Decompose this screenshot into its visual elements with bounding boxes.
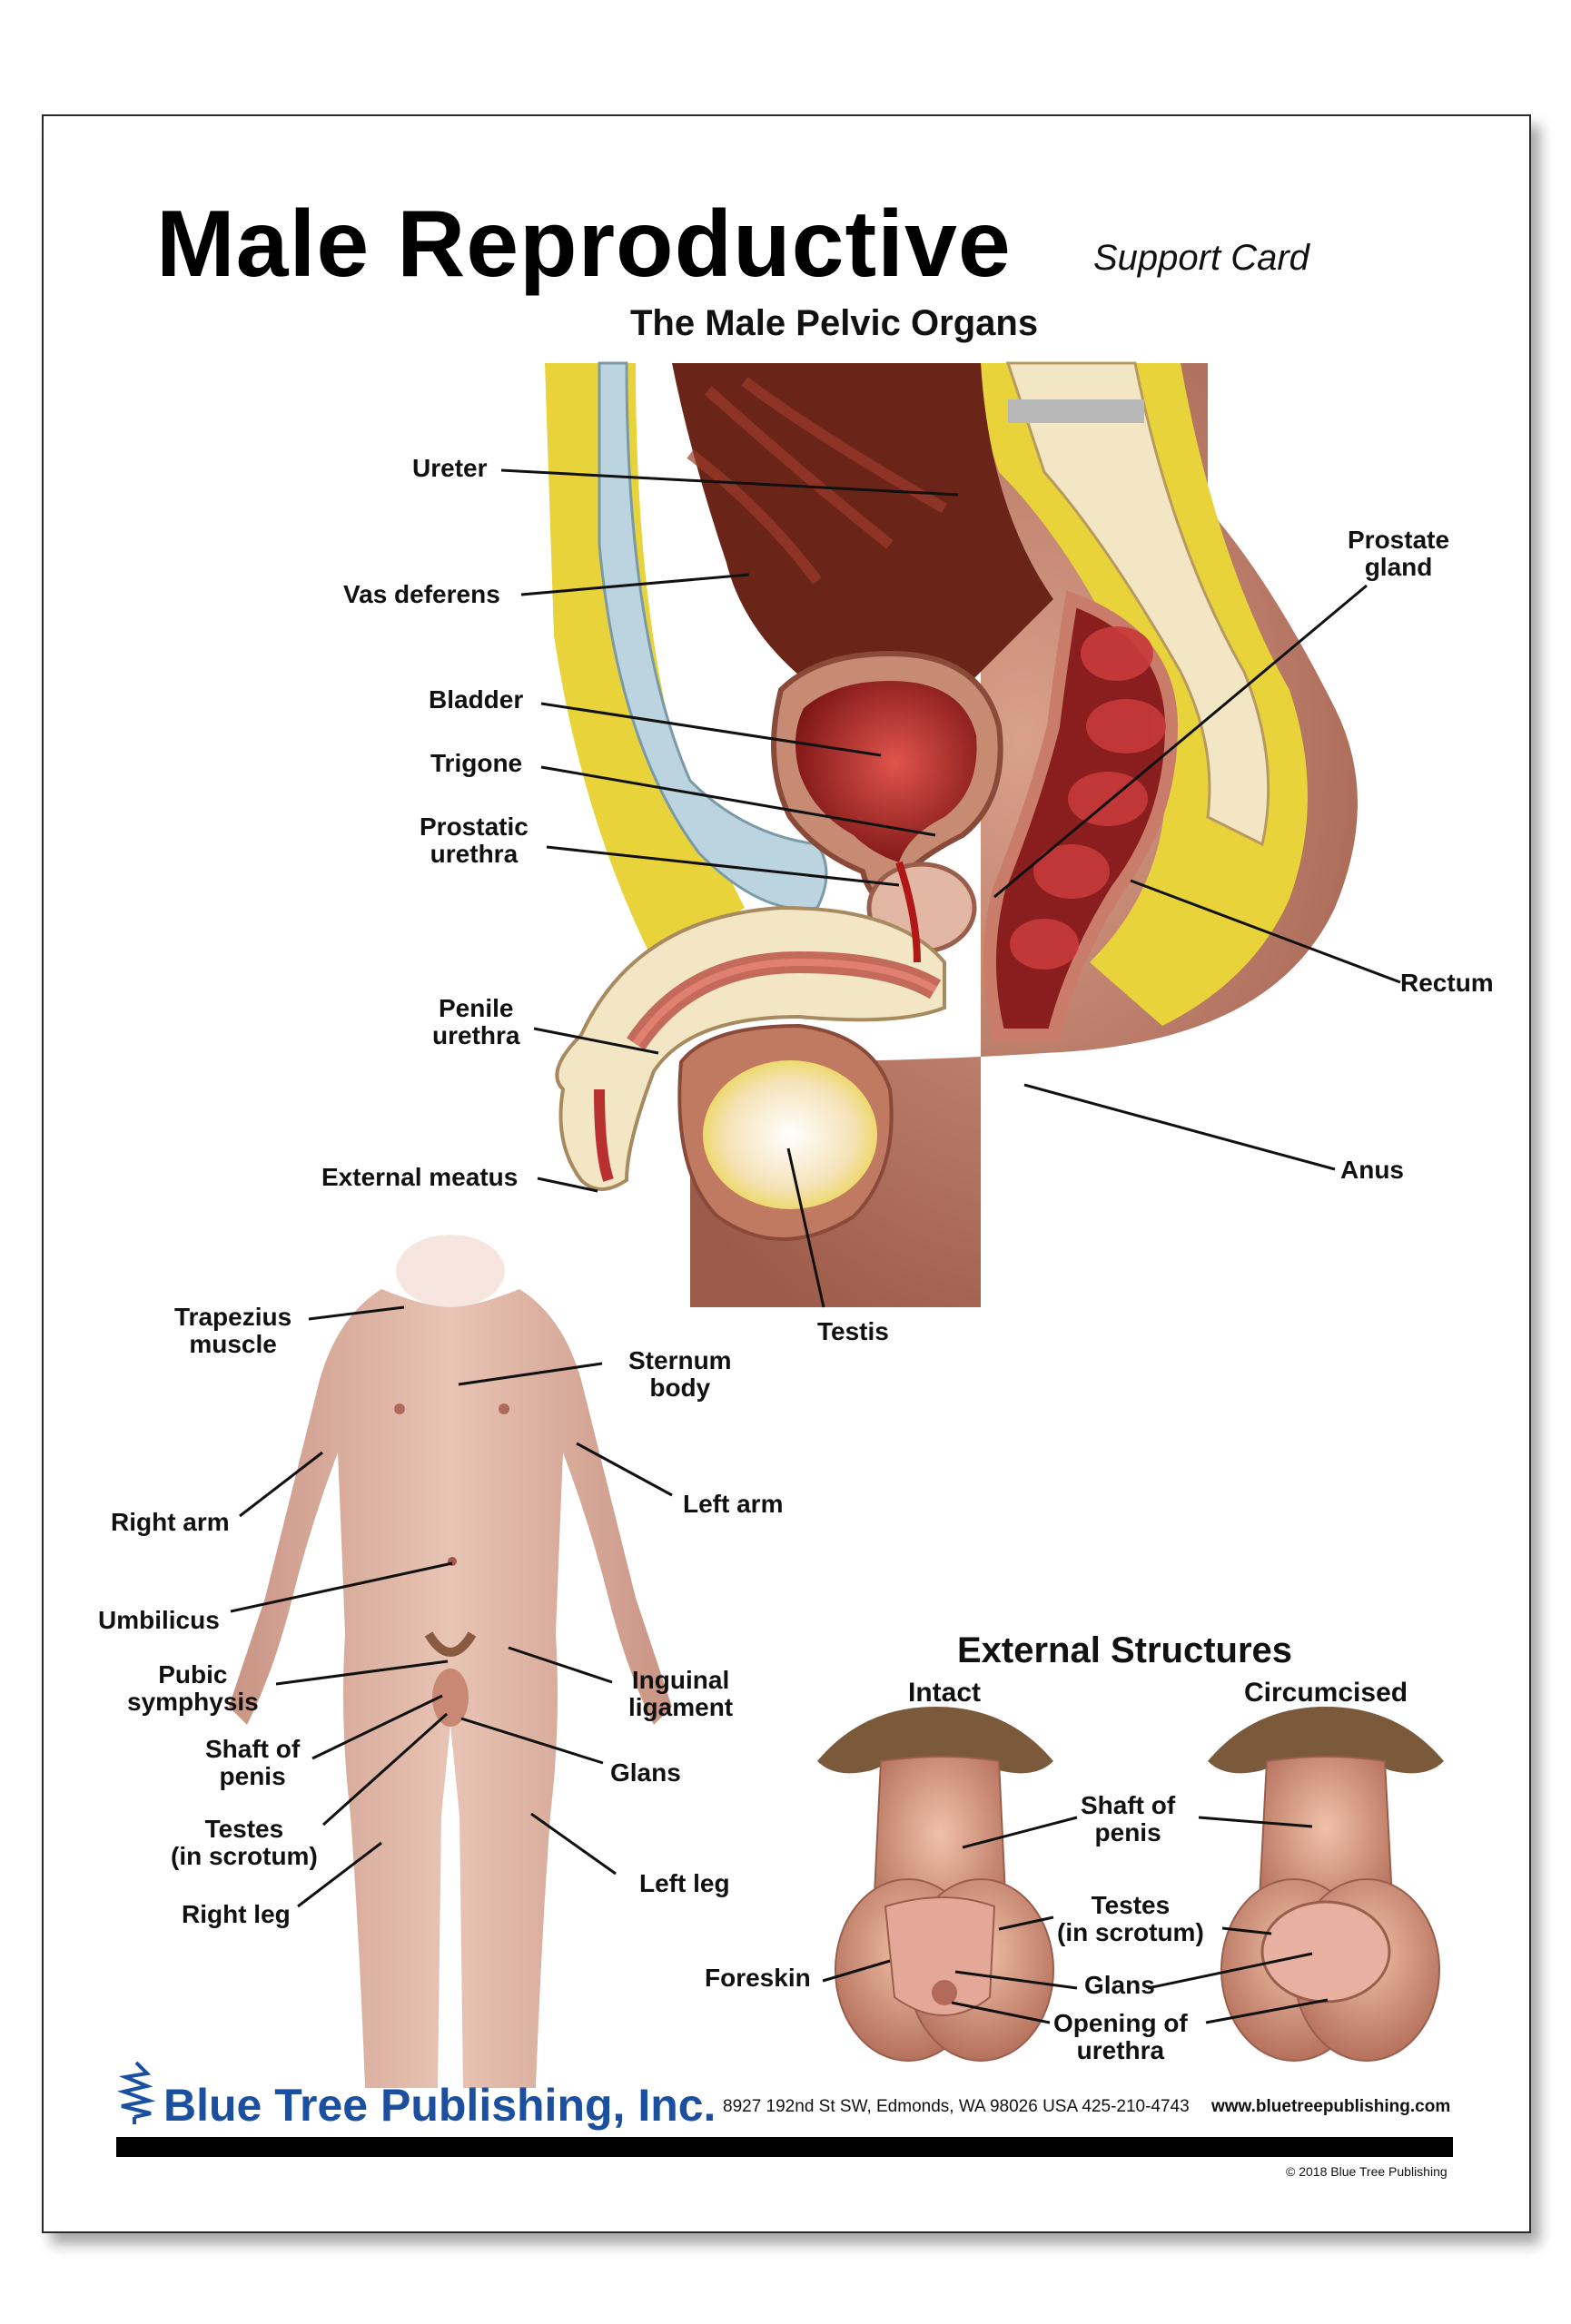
label-testis: Testis	[817, 1317, 889, 1345]
page-title: Male Reproductive	[156, 192, 1012, 297]
body-leader-lines	[230, 1305, 673, 1908]
label-circumcised: Circumcised	[1244, 1678, 1408, 1708]
label-intact: Intact	[908, 1678, 982, 1708]
label-left-leg: Left leg	[639, 1869, 730, 1897]
pelvic-cross-section	[545, 361, 1358, 1307]
label-ext-shaft-of-penis: Shaft of penis	[1081, 1791, 1176, 1846]
label-trapezius-muscle: Trapezius muscle	[174, 1303, 292, 1358]
external-section-title: External Structures	[957, 1630, 1293, 1670]
label-ureter: Ureter	[412, 454, 488, 482]
fat-layer-right	[963, 363, 1308, 1026]
label-ext-testes: Testes (in scrotum)	[1057, 1891, 1204, 1946]
label-foreskin: Foreskin	[705, 1964, 811, 1992]
label-left-arm: Left arm	[683, 1490, 784, 1518]
label-bladder: Bladder	[429, 685, 524, 714]
label-right-leg: Right leg	[182, 1900, 291, 1928]
penis-section	[555, 905, 946, 1191]
label-opening-of-urethra: Opening of urethra	[1053, 2009, 1188, 2064]
label-anus: Anus	[1340, 1156, 1404, 1184]
label-external-meatus: External meatus	[321, 1163, 519, 1191]
copyright: © 2018 Blue Tree Publishing	[1286, 2164, 1447, 2179]
blue-tube	[598, 361, 828, 911]
website: www.bluetreepublishing.com	[1211, 2097, 1451, 2116]
label-body-testes: Testes (in scrotum)	[171, 1815, 318, 1870]
label-ext-glans: Glans	[1084, 1971, 1155, 1999]
label-body-shaft-of-penis: Shaft of penis	[205, 1735, 301, 1790]
footer-bar	[116, 2137, 1453, 2157]
pelvic-section-title: The Male Pelvic Organs	[630, 303, 1039, 343]
label-right-arm: Right arm	[111, 1508, 230, 1536]
abdominal-cavity	[645, 363, 1053, 690]
brand-name: Blue Tree Publishing, Inc.	[163, 2080, 716, 2131]
label-rectum: Rectum	[1400, 969, 1494, 997]
card-label: Support Card	[1093, 238, 1309, 278]
pelvic-leader-lines	[500, 468, 1401, 1308]
address: 8927 192nd St SW, Edmonds, WA 98026 USA …	[723, 2097, 1190, 2116]
label-penile-urethra: Penile urethra	[432, 994, 520, 1049]
testis	[703, 1060, 877, 1209]
external-circumcised	[1208, 1707, 1444, 2062]
label-inguinal-ligament: Inguinal ligament	[628, 1666, 734, 1721]
label-body-glans: Glans	[610, 1758, 681, 1787]
label-prostatic-urethra: Prostatic urethra	[420, 812, 529, 868]
label-sternum-body: Sternum body	[628, 1346, 732, 1402]
label-prostate-gland: Prostate gland	[1348, 526, 1450, 581]
label-vas-deferens: Vas deferens	[343, 580, 500, 608]
vertebral-disc	[1008, 399, 1144, 423]
label-pubic-symphysis: Pubic symphysis	[127, 1660, 259, 1716]
bladder	[795, 681, 977, 862]
label-umbilicus: Umbilicus	[98, 1606, 220, 1634]
tree-logo-icon	[116, 2061, 156, 2124]
external-intact	[817, 1707, 1054, 2062]
body-figure	[229, 1235, 672, 2088]
label-trigone: Trigone	[430, 749, 523, 777]
external-leader-lines	[822, 1816, 1329, 2024]
